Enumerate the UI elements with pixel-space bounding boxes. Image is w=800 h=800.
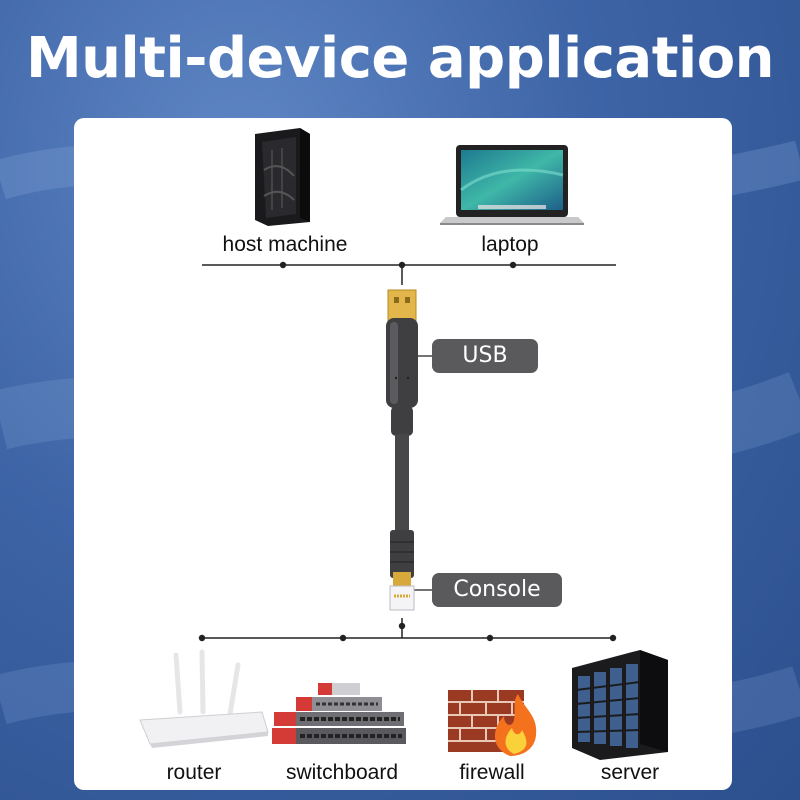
device-label-switchboard: switchboard	[285, 761, 399, 784]
device-label-router: router	[166, 761, 222, 784]
device-label-server: server	[600, 761, 660, 784]
console-tag: Console	[432, 573, 562, 607]
device-label-laptop: laptop	[481, 233, 539, 256]
device-label-host-machine: host machine	[222, 233, 348, 256]
device-label-firewall: firewall	[459, 761, 525, 784]
page-title: Multi-device application	[25, 26, 775, 91]
usb-tag: USB	[432, 339, 538, 373]
